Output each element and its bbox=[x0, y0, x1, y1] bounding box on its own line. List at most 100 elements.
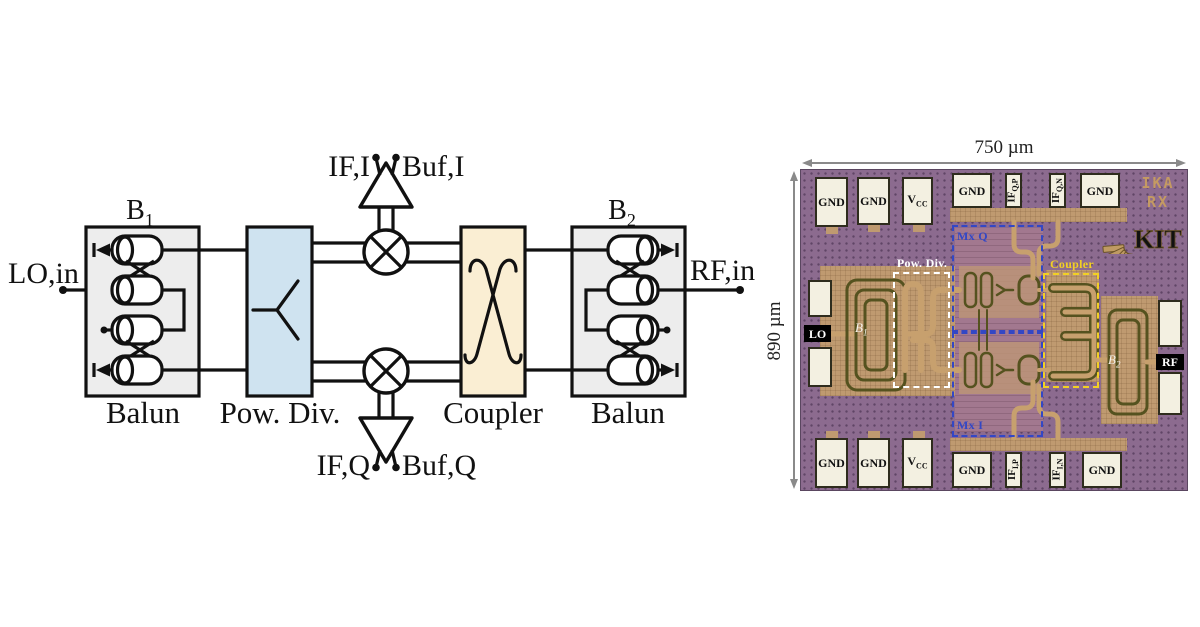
tline-cylinder-icon bbox=[110, 234, 164, 266]
diff-pair-wire bbox=[312, 360, 368, 383]
arrow-left-icon bbox=[96, 363, 110, 377]
pow-div-region-box bbox=[893, 272, 950, 388]
if-i-traces bbox=[1011, 379, 1061, 441]
mixer-i-branch bbox=[312, 153, 461, 276]
mixer-q-plate bbox=[959, 266, 1039, 318]
buffer-amp-down-icon bbox=[358, 416, 414, 464]
amp-output-pins bbox=[374, 449, 398, 466]
label-buf-i: Buf,I bbox=[402, 150, 465, 183]
terminal-dot bbox=[372, 153, 380, 162]
label-balun-left: Balun bbox=[106, 395, 181, 430]
lo-port-label: LO bbox=[804, 325, 831, 342]
mx-i-region-label: Mx I bbox=[957, 418, 984, 432]
pad-via-stub bbox=[868, 225, 880, 232]
pad-via-stub bbox=[913, 225, 925, 232]
chip-width-dimension: 750 µm bbox=[974, 137, 1034, 158]
pad-gnd: GND bbox=[815, 438, 848, 488]
pad-gnd: GND bbox=[857, 177, 890, 225]
mx-i-region-box bbox=[952, 332, 1043, 437]
pad-rf-ground bbox=[1158, 300, 1182, 347]
power-divider-block bbox=[245, 225, 314, 398]
diff-pair-wire bbox=[377, 207, 395, 231]
block-diagram: LO,in RF,in B1 B2 Balun Pow. Div. Couple… bbox=[8, 150, 755, 482]
label-rf-in: RF,in bbox=[690, 254, 755, 287]
terminal-dot bbox=[372, 463, 380, 472]
pow-div-region-label: Pow. Div. bbox=[896, 256, 948, 270]
label-if-q: IF,Q bbox=[317, 449, 371, 482]
diff-pair-wire bbox=[404, 360, 461, 383]
balun-b1-block bbox=[84, 225, 247, 398]
pad-via-stub bbox=[868, 431, 880, 438]
kit-fan-icon bbox=[1102, 244, 1134, 254]
pad-lo-ground bbox=[808, 280, 832, 317]
coupler-box bbox=[459, 225, 527, 398]
label-if-i: IF,I bbox=[328, 150, 370, 183]
pad-via-stub bbox=[913, 431, 925, 438]
tline-cylinder-icon bbox=[606, 314, 660, 346]
diff-pair-wire bbox=[404, 241, 461, 264]
width-dimension-arrow bbox=[802, 159, 1186, 167]
chip-micrograph: Pow. Div. Mx Q Mx I Coupler B1 B2 GND GN… bbox=[800, 169, 1188, 491]
coupler-x-icon bbox=[463, 258, 523, 365]
arrow-right-icon bbox=[661, 363, 675, 377]
logo-line1: IKA bbox=[1141, 174, 1175, 192]
tline-cylinder-icon bbox=[606, 234, 660, 266]
mx-q-region-box bbox=[952, 225, 1043, 332]
pad-via-stub bbox=[826, 227, 838, 234]
pad-if-ip: IFI,P bbox=[1005, 452, 1022, 488]
pad-gnd: GND bbox=[1080, 173, 1120, 208]
label-pow-div: Pow. Div. bbox=[220, 395, 341, 430]
chip-b1-label: B1 bbox=[855, 320, 868, 338]
diff-pair-wire bbox=[377, 393, 395, 418]
pad-rf-ground bbox=[1158, 372, 1182, 415]
pad-if-qn: IFQ,N bbox=[1049, 173, 1066, 208]
coupler-region-box bbox=[1043, 273, 1099, 388]
pad-lo-ground bbox=[808, 347, 832, 387]
mixer-x-icon bbox=[369, 235, 403, 269]
rf-terminal-dot bbox=[736, 286, 744, 294]
pad-gnd: GND bbox=[952, 452, 992, 488]
tline-cylinder-icon bbox=[606, 354, 660, 386]
coupler-meander bbox=[1048, 283, 1099, 381]
terminal-dot bbox=[392, 153, 400, 162]
mixer-i-plate bbox=[959, 342, 1039, 394]
pad-gnd: GND bbox=[815, 177, 848, 227]
amp-output-pins bbox=[374, 159, 398, 176]
winding-link bbox=[584, 288, 608, 332]
buffer-amp-up-icon bbox=[358, 161, 414, 209]
kit-logo-text: KIT bbox=[1134, 225, 1182, 254]
logo-line2: RX bbox=[1146, 192, 1170, 211]
diff-pair-wire bbox=[312, 241, 368, 264]
pad-gnd: GND bbox=[1082, 452, 1122, 488]
arrow-right-icon bbox=[661, 243, 675, 257]
label-balun-right: Balun bbox=[591, 395, 666, 430]
chip-b2-label: B2 bbox=[1108, 352, 1121, 370]
power-divider-traces bbox=[902, 280, 962, 373]
coupler-output-wires bbox=[525, 248, 572, 372]
label-coupler: Coupler bbox=[443, 395, 544, 430]
mixer-q-branch bbox=[312, 347, 461, 472]
bottom-if-bus-metal bbox=[950, 438, 1127, 451]
pad-if-in: IFI,N bbox=[1049, 452, 1066, 488]
coupler-region-label: Coupler bbox=[1049, 257, 1095, 271]
tline-cylinder-icon bbox=[110, 314, 164, 346]
pad-gnd: GND bbox=[857, 438, 890, 488]
splitter-y-icon bbox=[251, 279, 300, 341]
label-b2: B2 bbox=[608, 195, 636, 230]
label-b1: B1 bbox=[126, 195, 154, 230]
if-q-traces bbox=[1011, 219, 1061, 281]
pad-vcc: VCC bbox=[902, 438, 933, 488]
kit-logo: KIT bbox=[1102, 225, 1182, 254]
mixer-x-icon bbox=[369, 354, 403, 388]
height-dimension-arrow bbox=[790, 171, 798, 489]
logo-ika-rx: IKA RX bbox=[1134, 174, 1182, 212]
balun-b2-block bbox=[570, 225, 744, 398]
tline-cylinder-icon bbox=[110, 354, 164, 386]
tline-cylinder-icon bbox=[110, 274, 164, 306]
winding-link bbox=[162, 288, 186, 332]
label-buf-q: Buf,Q bbox=[402, 449, 477, 482]
open-terminal-dot bbox=[663, 326, 671, 334]
top-if-bus-metal bbox=[950, 208, 1127, 222]
pad-if-qp: IFQ,P bbox=[1005, 173, 1022, 208]
